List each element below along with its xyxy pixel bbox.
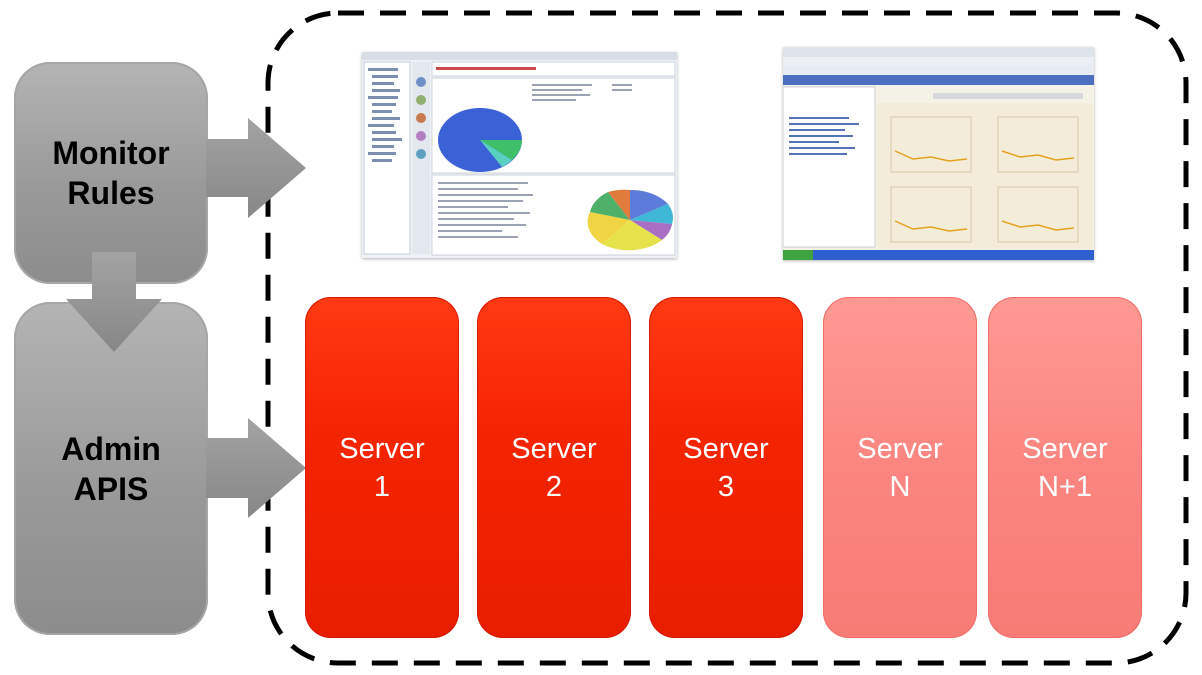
monitor-rules-box: Monitor Rules [14,62,208,284]
server-n-plus-1: Server N+1 [988,297,1142,638]
server-2-label: Server 2 [511,432,597,503]
monitor-rules-label: Monitor Rules [52,135,170,211]
server-n-plus-1-label: Server N+1 [1022,432,1108,503]
server-3: Server 3 [649,297,803,638]
admin-apis-box: Admin APIS [14,302,208,635]
monitor-to-dashboard-arrow [206,118,306,218]
server-n-label: Server N [857,432,943,503]
server-1: Server 1 [305,297,459,638]
admin-to-servers-arrow [206,418,306,518]
monitoring-dashboard-line-charts [783,47,1094,260]
server-n: Server N [823,297,977,638]
server-1-label: Server 1 [339,432,425,503]
admin-apis-label: Admin APIS [61,430,161,507]
server-2: Server 2 [477,297,631,638]
monitoring-dashboard-pie-charts [362,52,677,258]
server-3-label: Server 3 [683,432,769,503]
monitor-to-admin-arrow [66,252,162,352]
